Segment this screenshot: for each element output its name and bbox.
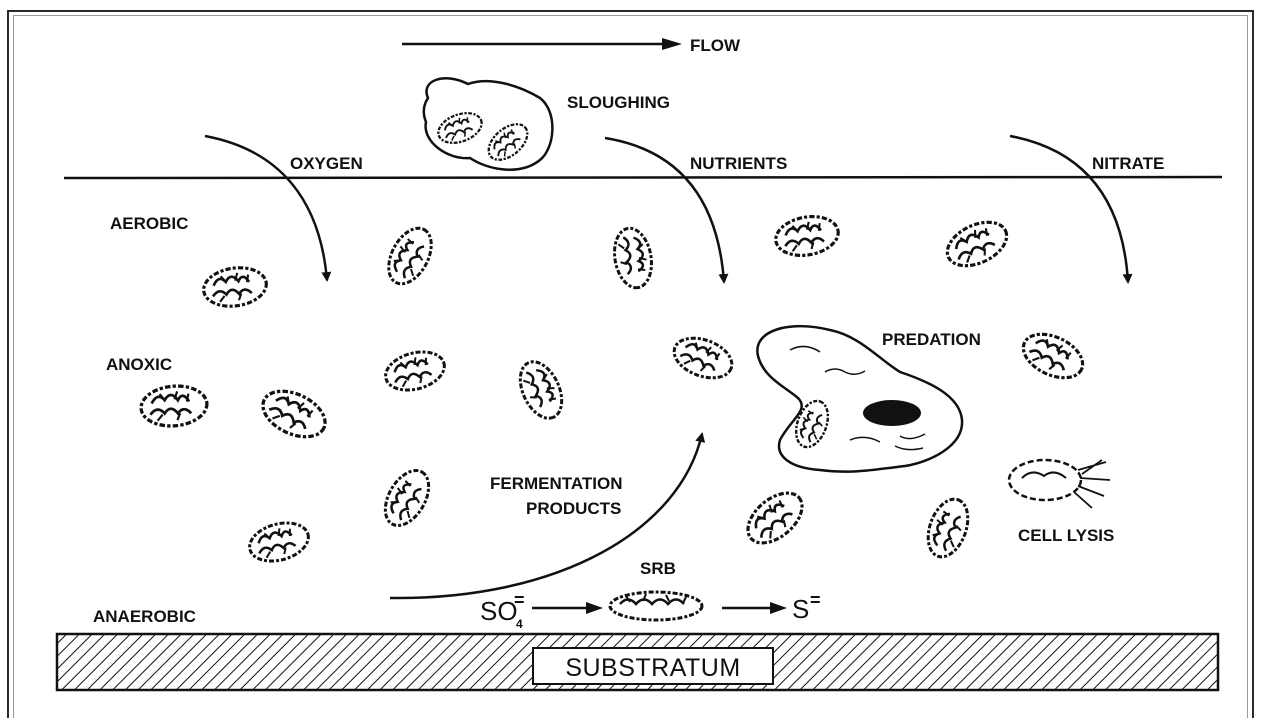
nutrients-label: NUTRIENTS [690, 154, 787, 173]
nitrate-label: NITRATE [1092, 154, 1164, 173]
microbe-cluster [245, 517, 312, 567]
microbe-cluster [610, 225, 656, 290]
microbe-cluster [773, 212, 842, 260]
anoxic-label: ANOXIC [106, 355, 172, 374]
sloughing-label: SLOUGHING [567, 93, 670, 112]
srb-label: SRB [640, 559, 676, 578]
anaerobic-label: ANAEROBIC [93, 607, 196, 626]
microbe-cluster [1016, 326, 1089, 387]
sulfate-to-srb-arrow [532, 602, 603, 614]
lysed-cell [1009, 460, 1110, 508]
fermentation-label-line1: FERMENTATION [490, 474, 623, 493]
substratum-label: SUBSTRATUM [565, 654, 740, 682]
sulfide-symbol: S [792, 594, 809, 624]
flow-arrow [402, 38, 682, 50]
microbe-cluster [739, 483, 812, 552]
sloughing-blob [424, 78, 553, 169]
microbe-cluster [669, 331, 738, 385]
microbe-cluster [139, 383, 208, 428]
biofilm-surface-line [64, 177, 1222, 178]
fermentation-label-line2: PRODUCTS [526, 499, 621, 518]
sulfate-symbol: SO [480, 596, 518, 626]
microbe-cluster [512, 355, 570, 425]
aerobic-label: AEROBIC [110, 214, 188, 233]
sulfate-subscript: 4 [516, 617, 523, 631]
microbe-cluster [201, 264, 269, 310]
microbe-cluster [380, 221, 440, 291]
microbe-cluster [381, 346, 448, 396]
oxygen-label: OXYGEN [290, 154, 363, 173]
microbe-cluster [376, 463, 437, 533]
srb-to-sulfide-arrow [722, 602, 787, 614]
sulfate-charge: = [514, 590, 525, 610]
microbe-cluster [256, 382, 333, 446]
microbe-cluster [940, 214, 1013, 275]
amoeba-nucleus [863, 400, 921, 426]
cell-lysis-label: CELL LYSIS [1018, 526, 1114, 545]
sulfide-formula: S = [792, 590, 821, 624]
srb-cluster [610, 592, 702, 620]
sulfide-charge: = [810, 590, 821, 610]
predation-label: PREDATION [882, 330, 981, 349]
microbe-cluster [921, 494, 975, 563]
sulfate-formula: SO 4 = [480, 590, 525, 631]
flow-label: FLOW [690, 36, 741, 55]
